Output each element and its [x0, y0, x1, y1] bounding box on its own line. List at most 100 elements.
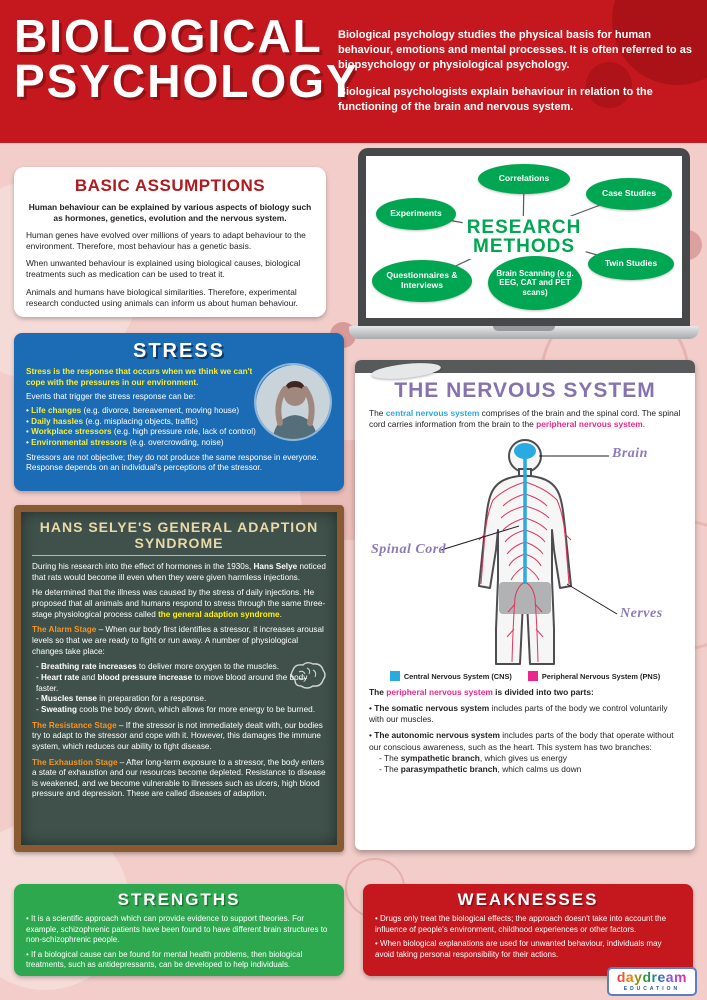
cns-legend-label: Central Nervous System (CNS)	[403, 671, 512, 681]
nervous-system-intro: The central nervous system comprises of …	[369, 408, 681, 430]
method-bubble-experiments: Experiments	[376, 198, 456, 230]
diagram-pointer-lines	[440, 455, 618, 615]
stress-bullet: Workplace stressors (e.g. high pressure …	[26, 427, 276, 438]
text-run: – When our body first identifies a stres…	[32, 625, 324, 656]
autonomic-bullet: The autonomic nervous system includes pa…	[369, 730, 681, 776]
autonomic-term: The autonomic nervous system	[374, 730, 500, 741]
text-run: includes parts of the body that operate …	[369, 730, 674, 752]
stress-bullet-lead: Daily hassles	[31, 416, 84, 426]
method-bubble-correlations: Correlations	[478, 164, 570, 194]
stress-title: STRESS	[132, 340, 226, 362]
basic-assumptions-lead: Human behaviour can be explained by vari…	[28, 202, 312, 224]
stress-bullet: Daily hassles (e.g. misplacing objects, …	[26, 417, 276, 428]
stress-bullet-text: (e.g. overcrowding, noise)	[127, 437, 224, 447]
pns-parts-list: The somatic nervous system includes part…	[369, 703, 681, 776]
method-bubble-questionnaires: Questionnaires & Interviews	[372, 260, 472, 302]
nervous-system-content: THE NERVOUS SYSTEM The central nervous s…	[355, 373, 695, 789]
text-run: He determined that the illness was cause…	[32, 588, 326, 619]
text-run: in preparation for a response.	[97, 694, 207, 704]
text-run: includes parts of the body we control vo…	[369, 703, 668, 725]
somatic-bullet: The somatic nervous system includes part…	[369, 703, 681, 725]
text-run-bold: Muscles tense	[41, 694, 97, 704]
poster-title-line1: BIOLOGICAL	[14, 10, 323, 62]
basic-assumptions-title: BASIC ASSUMPTIONS	[74, 176, 266, 195]
pns-intro-paragraph: The peripheral nervous system is divided…	[369, 687, 681, 698]
alarm-bullet: Sweating cools the body down, which allo…	[36, 705, 326, 716]
basic-assumptions-section: BASIC ASSUMPTIONS Human behaviour can be…	[14, 167, 326, 317]
exhaustion-stage-paragraph: The Exhaustion Stage – After long-term e…	[32, 758, 326, 801]
stressed-person-image	[254, 363, 332, 441]
poster-title: BIOLOGICAL PSYCHOLOGY	[14, 10, 359, 108]
parasympathetic-term: parasympathetic branch	[400, 764, 498, 775]
weakness-bullet: When biological explanations are used fo…	[375, 939, 681, 960]
pns-term: peripheral nervous system	[386, 687, 493, 698]
weaknesses-section: WEAKNESSES Drugs only treat the biologic…	[363, 884, 693, 976]
basic-assumptions-paragraph: Human genes have evolved over millions o…	[26, 230, 306, 252]
header-banner: BIOLOGICAL PSYCHOLOGY Biological psychol…	[0, 0, 707, 143]
pns-legend-label: Peripheral Nervous System (PNS)	[541, 671, 661, 681]
daydream-education-logo: daydream EDUCATION	[606, 967, 697, 996]
alarm-bullet: Breathing rate increases to deliver more…	[36, 662, 326, 673]
strengths-section: STRENGTHS It is a scientific approach wh…	[14, 884, 344, 976]
parasympathetic-branch-line: - The parasympathetic branch, which calm…	[379, 764, 681, 776]
hans-selye-title: HANS SELYE'S GENERAL ADAPTION SYNDROME	[32, 519, 326, 556]
brain-label: Brain	[612, 446, 648, 462]
text-run: The	[369, 687, 387, 698]
stress-bullet-lead: Workplace stressors	[31, 427, 112, 437]
diagram-legend: Central Nervous System (CNS) Peripheral …	[369, 671, 681, 682]
weakness-bullet: Drugs only treat the biological effects;…	[375, 914, 681, 935]
exhaustion-stage-label: The Exhaustion Stage	[32, 757, 118, 767]
laptop-illustration: RESEARCH METHODS Experiments Correlation…	[349, 148, 699, 339]
alarm-bullet: Heart rate and blood pressure increase t…	[36, 673, 326, 694]
hans-selye-section: HANS SELYE'S GENERAL ADAPTION SYNDROME D…	[14, 505, 344, 852]
stress-bullet-text: (e.g. divorce, bereavement, moving house…	[81, 405, 240, 415]
text-run: to deliver more oxygen to the muscles.	[136, 662, 280, 672]
cns-term: central nervous system	[385, 408, 480, 418]
flipchart-top-bar	[355, 360, 695, 382]
hans-selye-paragraph-1: During his research into the effect of h…	[32, 562, 326, 583]
text-run: cools the body down, which allows for mo…	[76, 704, 315, 714]
stress-bullet-text: (e.g. misplacing objects, traffic)	[83, 416, 199, 426]
stress-events-intro: Events that trigger the stress response …	[26, 392, 196, 402]
text-run: .	[279, 609, 282, 619]
somatic-term: The somatic nervous system	[374, 703, 490, 714]
header-intro-paragraph: Biological psychology studies the physic…	[338, 29, 692, 72]
text-run: – If the stressor is not immediately dea…	[32, 720, 323, 751]
text-run: .	[642, 419, 646, 430]
body-diagram	[478, 439, 572, 666]
text-run-bold: blood pressure increase	[97, 672, 193, 682]
text-run: and	[79, 672, 98, 682]
laptop-base	[349, 326, 699, 339]
stress-bullet-lead: Life changes	[31, 405, 82, 415]
legend-item-cns: Central Nervous System (CNS)	[389, 671, 512, 682]
stress-outro: Stressors are not objective; they do not…	[26, 452, 319, 473]
alarm-stage-paragraph: The Alarm Stage – When our body first id…	[32, 625, 326, 657]
text-run-highlight: the general adaption syndrome	[158, 609, 280, 619]
text-run: , which calms us down	[497, 764, 582, 775]
basic-assumptions-paragraph: Animals and humans have biological simil…	[26, 286, 298, 308]
brand-name: daydream	[616, 969, 687, 985]
stress-section: STRESS Stress is the response that occur…	[14, 333, 344, 491]
basic-assumptions-paragraph: When unwanted behaviour is explained usi…	[26, 258, 301, 280]
alarm-stage-bullet-list: Breathing rate increases to deliver more…	[36, 662, 326, 715]
sympathetic-term: sympathetic branch	[400, 752, 480, 763]
resistance-stage-label: The Resistance Stage	[32, 720, 117, 730]
method-bubble-case-studies: Case Studies	[586, 178, 672, 210]
text-run-bold: Heart rate	[41, 672, 80, 682]
text-run: The	[369, 408, 386, 418]
hans-selye-paragraph-2: He determined that the illness was cause…	[32, 588, 326, 620]
weaknesses-list: Drugs only treat the biological effects;…	[375, 914, 681, 960]
poster-title-line2: PSYCHOLOGY	[14, 55, 359, 108]
header-intro-paragraph: Biological psychologists explain behavio…	[338, 85, 653, 113]
text-run: - The	[379, 764, 401, 775]
text-run: noticed that rats would become ill even …	[32, 562, 326, 582]
resistance-stage-paragraph: The Resistance Stage – If the stressor i…	[32, 721, 326, 753]
method-bubble-brain-scanning: Brain Scanning (e.g. EEG, CAT and PET sc…	[488, 256, 582, 310]
research-methods-title: RESEARCH METHODS	[462, 216, 586, 259]
text-run: - The	[379, 752, 401, 763]
strengths-list: It is a scientific approach which can pr…	[26, 914, 332, 971]
laptop-notch	[493, 326, 555, 331]
laptop-bezel: RESEARCH METHODS Experiments Correlation…	[358, 148, 690, 326]
text-run: – After long-term exposure to a stressor…	[32, 757, 326, 799]
